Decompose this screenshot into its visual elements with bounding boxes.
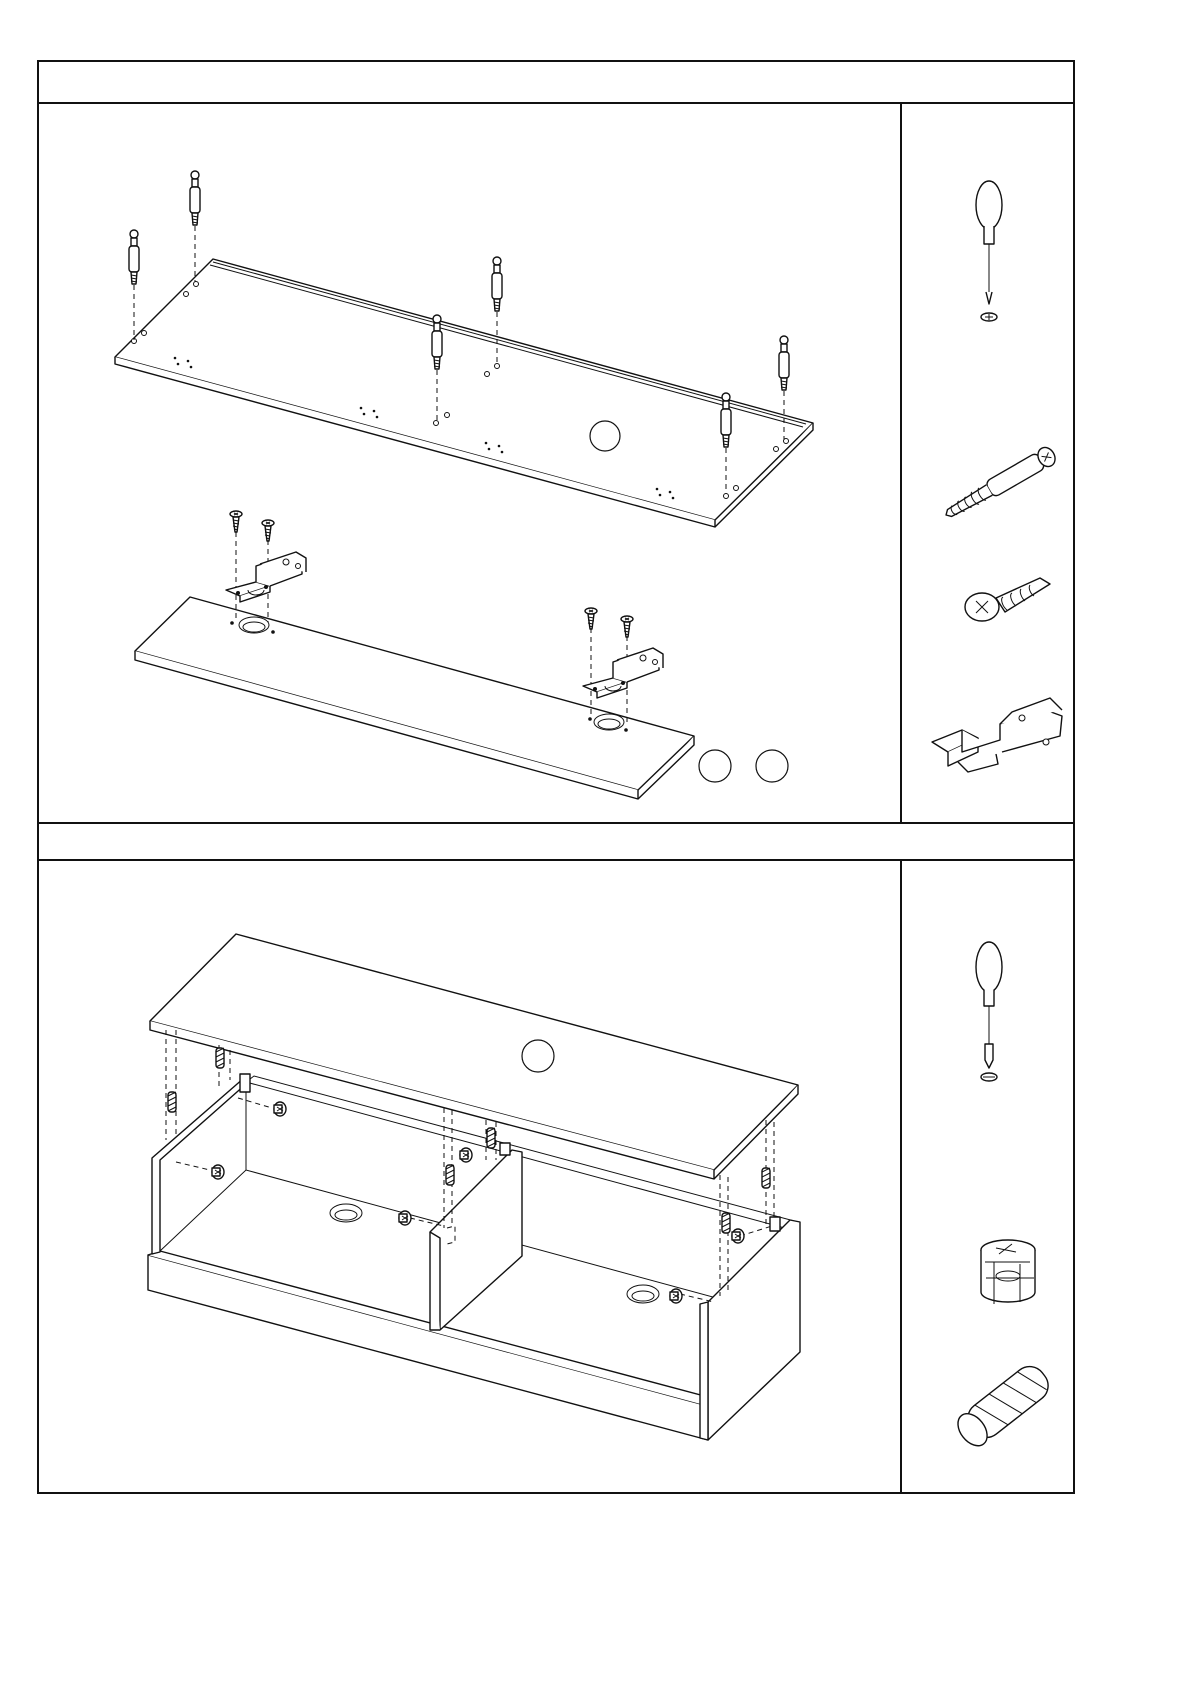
dowel-icon [952, 1360, 1055, 1451]
cam-bolt-icon [941, 444, 1058, 523]
hinge-icon [932, 698, 1062, 772]
step2-top-panel [150, 934, 798, 1179]
step1-top-panel [115, 259, 813, 527]
step1-callout-hinge [756, 750, 788, 782]
cam-lock-icon [981, 1240, 1035, 1304]
screwdriver-icon [976, 181, 1002, 321]
screwdriver-icon [976, 942, 1002, 1081]
step2-callout-top-panel [522, 1040, 554, 1072]
step1-callout-door [699, 750, 731, 782]
step1-callout-top-panel [590, 421, 620, 451]
screw-icon [965, 578, 1050, 621]
step1-door-panel [135, 597, 694, 799]
